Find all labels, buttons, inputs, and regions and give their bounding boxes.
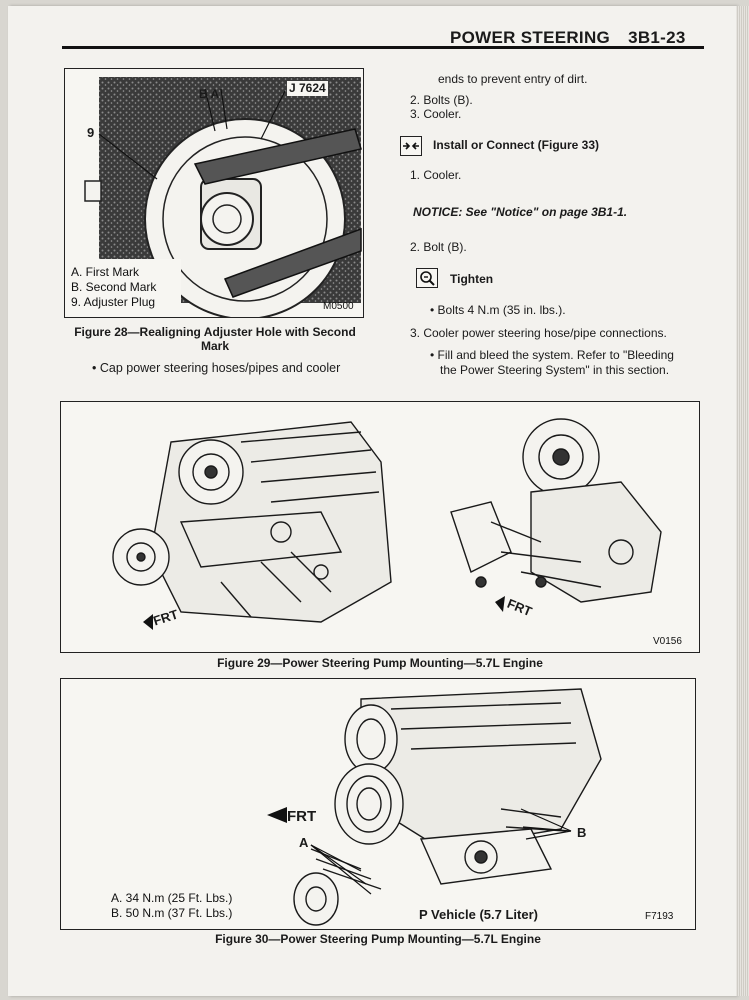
figure-30-legend: A. 34 N.m (25 Ft. Lbs.) B. 50 N.m (37 Ft… — [111, 891, 232, 921]
step-bolts: 2. Bolts (B). — [410, 93, 473, 107]
tighten-wrench-icon — [416, 268, 438, 288]
torque-bullet: • Bolts 4 N.m (35 in. lbs.). — [430, 303, 566, 317]
callout-a-label: A — [299, 835, 309, 850]
cap-hoses-bullet: • Cap power steering hoses/pipes and coo… — [92, 361, 341, 375]
install-step-bolt: 2. Bolt (B). — [410, 240, 467, 254]
figure-28-illustration: B A J 7624 9 A. First Mark B. Second Mar… — [64, 68, 364, 318]
step-hose-connections: 3. Cooler power steering hose/pipe conne… — [410, 326, 667, 340]
callout-b-label: B — [577, 825, 587, 840]
figure-code: F7193 — [645, 911, 674, 922]
legend-item: B. 50 N.m (37 Ft. Lbs.) — [111, 906, 233, 920]
tighten-heading: Tighten — [450, 272, 494, 286]
front-direction-label: FRT — [287, 808, 317, 825]
notice-text: NOTICE: See "Notice" on page 3B1-1. — [413, 205, 628, 219]
tool-label: J 7624 — [287, 81, 328, 96]
figure-30-caption: Figure 30—Power Steering Pump Mounting—5… — [215, 932, 541, 946]
figure-28-caption: Figure 28—Realigning Adjuster Hole with … — [64, 325, 366, 353]
figure-29-illustration: FRT FRT V0156 — [60, 401, 700, 653]
fill-bleed-line: • Fill and bleed the system. Refer to "B… — [430, 348, 674, 362]
legend-item: A. 34 N.m (25 Ft. Lbs.) — [111, 891, 233, 905]
install-heading: Install or Connect (Figure 33) — [433, 138, 600, 152]
figure-28-legend: A. First Mark B. Second Mark 9. Adjuster… — [71, 265, 156, 310]
pump-mounting-drawing — [112, 418, 662, 630]
text-line: ends to prevent entry of dirt. — [438, 72, 588, 86]
page-number: 3B1-23 — [628, 28, 686, 47]
fill-bleed-line: the Power Steering System" in this secti… — [440, 363, 670, 377]
caption-line: Mark — [200, 339, 229, 353]
vehicle-label: P Vehicle (5.7 Liter) — [419, 907, 538, 922]
install-step-cooler: 1. Cooler. — [410, 168, 462, 182]
figure-29-caption: Figure 29—Power Steering Pump Mounting—5… — [217, 656, 543, 670]
figure-30-illustration: FRT A B A. 34 N.m (25 Ft. Lbs.) B. 50 N.… — [60, 678, 696, 930]
section-title: POWER STEERING — [450, 28, 611, 47]
figure-code: V0156 — [653, 636, 682, 647]
adjuster-plug-drawing — [69, 77, 362, 317]
figure-code: M0500 — [323, 301, 354, 312]
pump-mounting-p-vehicle-drawing — [267, 688, 602, 926]
adjuster-callout-label: 9 — [87, 125, 95, 140]
caption-line: Figure 28—Realigning Adjuster Hole with … — [74, 325, 356, 339]
mark-labels-ba: B A — [199, 87, 220, 101]
header-rule — [62, 46, 704, 49]
legend-item: 9. Adjuster Plug — [71, 295, 156, 309]
step-cooler: 3. Cooler. — [410, 107, 462, 121]
legend-item: B. Second Mark — [71, 280, 157, 294]
install-connect-icon — [400, 136, 422, 156]
legend-item: A. First Mark — [71, 265, 139, 279]
page-stack-edge — [736, 6, 749, 996]
page-header: POWER STEERING 3B1-23 — [450, 28, 686, 48]
